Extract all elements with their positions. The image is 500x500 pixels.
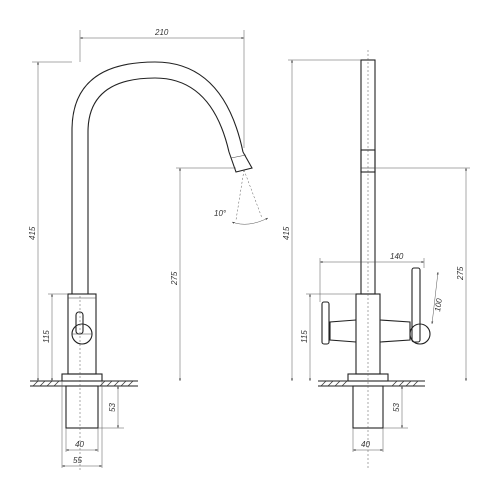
spout-inner-left: [87, 77, 230, 294]
dim-shank-dia-right: 40: [361, 440, 370, 449]
aerator-right: [360, 149, 376, 173]
dim-body-height-left: 115: [42, 330, 51, 343]
countertop-right: [318, 380, 425, 387]
body-left: [67, 293, 97, 375]
dim-base-dia-left: 55: [73, 456, 82, 465]
aerator-left: [228, 151, 253, 173]
base-ring-left: [61, 373, 103, 382]
front-view: 415 275 140 100 115 53 40: [282, 50, 470, 470]
dim-total-height-right: 415: [282, 226, 291, 240]
handle-left-right-view: [329, 319, 357, 343]
countertop-left: [30, 380, 138, 387]
cartridge-cap-right: [409, 323, 431, 345]
dim-handle-height: 100: [433, 297, 444, 312]
dim-shank-dia-left: 40: [75, 440, 84, 449]
dim-spout-reach: 210: [154, 28, 169, 37]
side-view: 210 415 275 10° 115 53 40 55: [28, 28, 269, 470]
lever-left: [75, 311, 84, 335]
dim-handle-span: 140: [390, 252, 404, 261]
handle-right-right-view: [379, 319, 411, 343]
dim-body-height-right: 115: [300, 330, 309, 343]
dim-outlet-height-left: 275: [170, 271, 179, 286]
dim-spout-angle: 10°: [214, 209, 227, 218]
dim-outlet-height-right: 275: [456, 266, 465, 281]
shank-left: [65, 385, 99, 429]
lever-small-right: [321, 301, 330, 345]
dim-shank-length-left: 53: [108, 403, 117, 412]
dim-shank-length-right: 53: [392, 403, 401, 412]
lever-tall-right: [411, 267, 421, 343]
spout-outer-left: [71, 61, 244, 294]
dim-total-height-left: 415: [28, 226, 37, 240]
